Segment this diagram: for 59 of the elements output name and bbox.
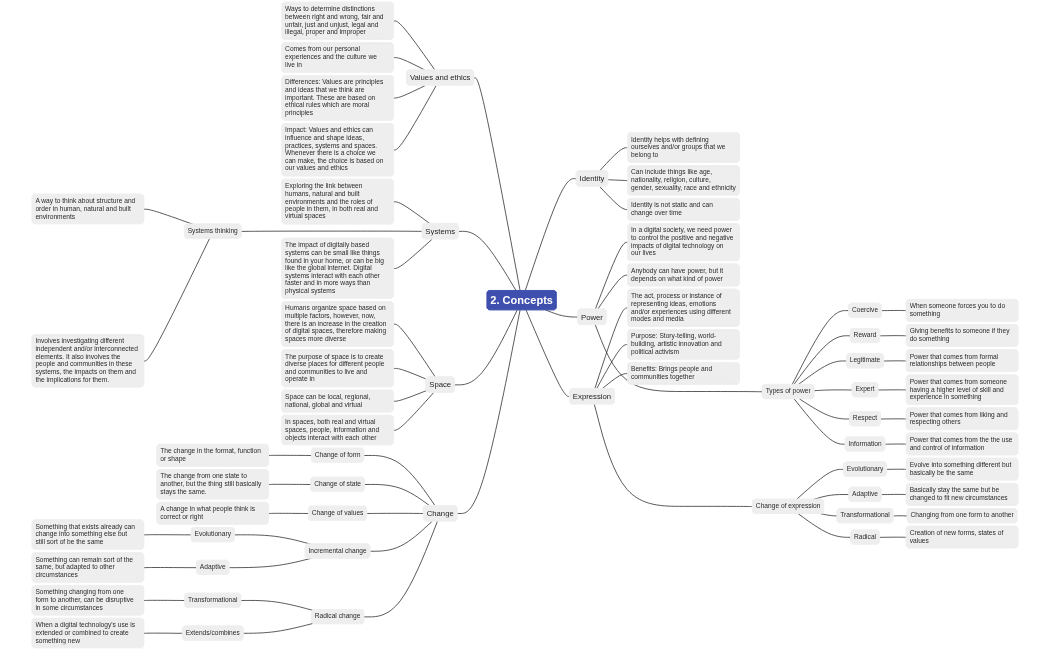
connector — [607, 179, 629, 181]
connector — [458, 230, 517, 292]
connector — [594, 324, 763, 393]
connector — [594, 307, 629, 390]
connector — [456, 309, 521, 514]
connector — [799, 398, 851, 420]
connector — [886, 468, 907, 470]
connector — [393, 368, 427, 380]
connector — [601, 373, 629, 390]
connector — [393, 20, 436, 71]
connector — [240, 600, 314, 611]
connector — [796, 468, 845, 500]
connector — [268, 512, 310, 514]
connector — [797, 360, 848, 386]
connector — [143, 534, 192, 536]
connector — [599, 147, 629, 172]
connector — [241, 230, 423, 232]
connector — [393, 323, 436, 378]
connector — [596, 344, 629, 390]
connector — [545, 309, 579, 318]
connector — [364, 484, 431, 507]
connector — [597, 274, 629, 310]
connector — [143, 567, 198, 569]
connector — [599, 186, 629, 210]
connector — [143, 599, 186, 601]
connector — [393, 201, 431, 224]
connector — [369, 520, 433, 552]
connector — [593, 403, 754, 507]
connector — [366, 512, 424, 514]
connector — [393, 238, 433, 269]
connector — [393, 392, 434, 431]
connector — [243, 623, 314, 634]
connector — [473, 77, 521, 292]
connector — [881, 494, 907, 495]
connector — [594, 241, 629, 310]
connector — [393, 85, 437, 151]
connector — [879, 335, 907, 337]
connector — [813, 389, 853, 392]
connector — [793, 335, 851, 386]
connector — [143, 238, 210, 362]
connector — [879, 536, 907, 538]
connector — [813, 494, 850, 500]
connector — [524, 178, 577, 292]
connector — [268, 454, 313, 456]
connector — [393, 57, 426, 71]
connector — [881, 310, 907, 312]
connector — [228, 558, 312, 569]
connector — [793, 398, 846, 445]
connector — [143, 632, 183, 634]
connector — [393, 390, 427, 402]
connector — [393, 85, 426, 99]
connector — [797, 513, 852, 538]
connector — [820, 513, 838, 517]
connector — [791, 310, 850, 386]
connector — [525, 309, 571, 397]
connector — [268, 483, 312, 485]
connector — [363, 455, 436, 507]
connector — [454, 309, 518, 386]
connector — [363, 520, 438, 618]
